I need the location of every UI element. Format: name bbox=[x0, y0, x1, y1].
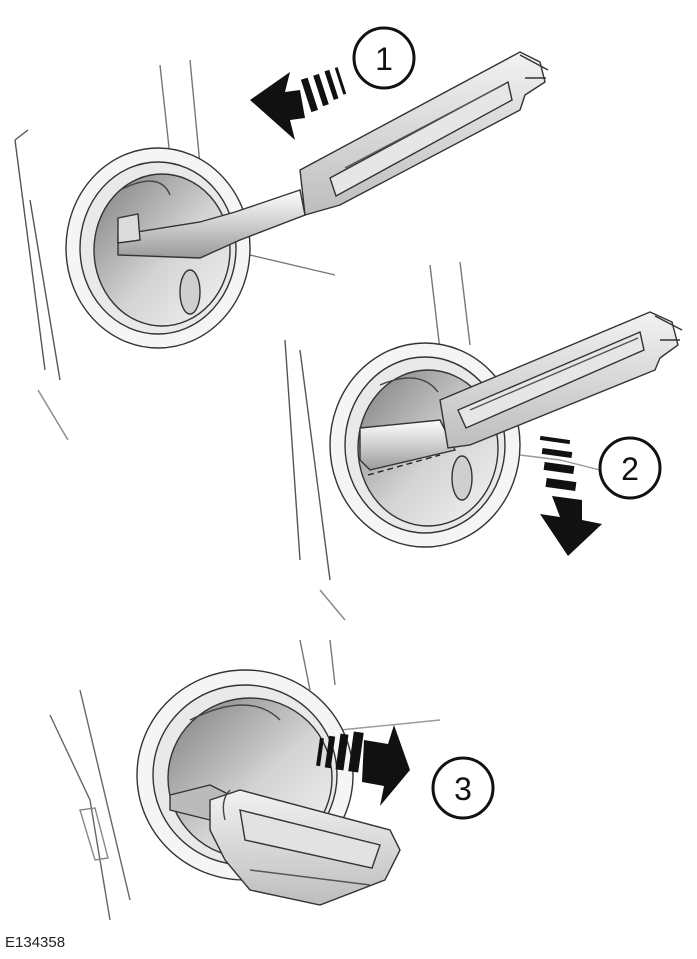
svg-text:1: 1 bbox=[375, 41, 393, 77]
svg-text:2: 2 bbox=[621, 451, 639, 487]
svg-text:3: 3 bbox=[454, 771, 472, 807]
step-2-badge: 2 bbox=[598, 436, 662, 500]
arrow-step-1 bbox=[250, 67, 347, 140]
panel-step-2 bbox=[284, 261, 683, 621]
step-1-badge: 1 bbox=[352, 26, 416, 90]
panel-step-3 bbox=[49, 639, 441, 921]
panel-step-1 bbox=[14, 51, 549, 441]
arrow-step-2 bbox=[539, 435, 602, 556]
arrow-step-3 bbox=[316, 725, 410, 806]
figure-reference-code: E134358 bbox=[5, 934, 66, 951]
step-3-badge: 3 bbox=[431, 756, 495, 820]
